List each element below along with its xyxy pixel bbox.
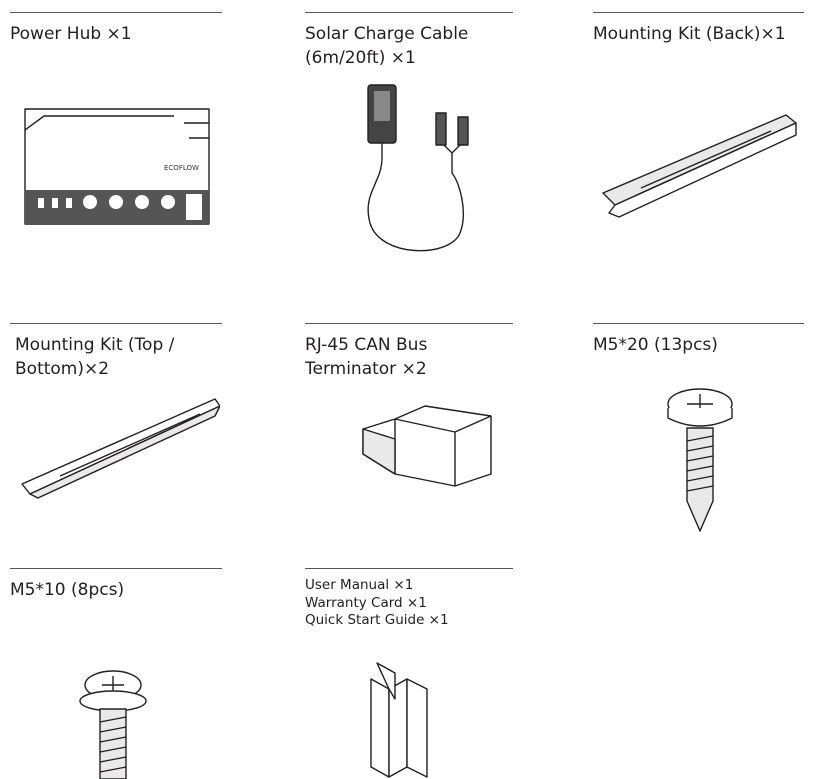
item-label: Power Hub ×1 (10, 24, 132, 44)
item-m5-20-screw: M5*20 (13pcs) (593, 323, 804, 559)
item-label: M5*20 (13pcs) (593, 335, 718, 355)
short-screw-illustration (78, 667, 148, 779)
power-hub-illustration: ECOFLOW (24, 108, 210, 226)
item-m5-10-screw: M5*10 (8pcs) (10, 568, 222, 779)
solar-cable-illustration (360, 83, 480, 263)
item-label: RJ-45 CAN Bus Terminator ×2 (305, 335, 428, 379)
long-screw-illustration (665, 386, 735, 536)
rj45-terminator-illustration (355, 404, 495, 489)
item-rj45-terminator: RJ-45 CAN Bus Terminator ×2 (305, 323, 513, 559)
item-label: User Manual ×1 Warranty Card ×1 Quick St… (305, 577, 449, 628)
svg-text:ECOFLOW: ECOFLOW (164, 164, 199, 172)
item-label: Mounting Kit (Top / Bottom)×2 (15, 335, 175, 379)
mounting-bracket-illustration (20, 394, 220, 504)
item-solar-charge-cable: Solar Charge Cable (6m/20ft) ×1 (305, 12, 513, 313)
item-label: Solar Charge Cable (6m/20ft) ×1 (305, 24, 469, 68)
item-documents: User Manual ×1 Warranty Card ×1 Quick St… (305, 568, 513, 779)
item-mounting-kit-back: Mounting Kit (Back)×1 (593, 12, 804, 313)
item-label: M5*10 (8pcs) (10, 580, 125, 600)
booklet-illustration (367, 659, 437, 779)
item-label: Mounting Kit (Back)×1 (593, 24, 786, 44)
item-power-hub: Power Hub ×1 ECOFLOW (10, 12, 222, 313)
item-mounting-kit-top-bottom: Mounting Kit (Top / Bottom)×2 (10, 323, 222, 559)
mounting-bracket-illustration (601, 113, 801, 223)
